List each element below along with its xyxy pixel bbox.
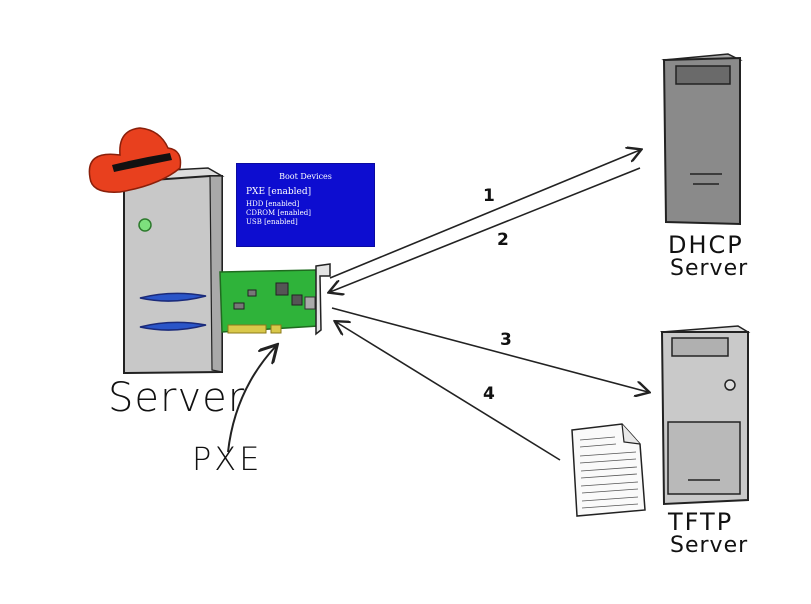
server-tower-icon <box>123 167 225 375</box>
document-icon <box>571 423 646 517</box>
drive-bay-lower <box>139 321 207 331</box>
step-number-1: 1 <box>483 186 495 206</box>
pxe-pointer-arrow <box>227 346 276 453</box>
boot-devices-title: Boot Devices <box>279 172 332 181</box>
drive-bay-upper <box>139 292 207 302</box>
server-label: Server <box>108 375 246 421</box>
dhcp-label-line2: Server <box>670 256 749 281</box>
tftp-server-icon <box>659 325 751 506</box>
red-hat-icon <box>88 127 182 193</box>
dhcp-server-icon <box>661 53 743 226</box>
step-number-4: 4 <box>483 384 495 404</box>
arrow-2 <box>330 167 641 292</box>
pxe-label: PXE <box>192 440 263 478</box>
boot-item-cdrom: CDROM [enabled] <box>246 209 311 217</box>
arrow-1 <box>329 150 640 279</box>
tftp-label-line2: Server <box>670 533 749 558</box>
step-number-2: 2 <box>497 230 509 250</box>
card-bracket <box>315 263 331 336</box>
step-number-3: 3 <box>500 330 512 350</box>
network-card-icon <box>219 263 331 336</box>
tftp-label-line1: TFTP <box>668 508 734 536</box>
dhcp-label-line1: DHCP <box>668 231 744 259</box>
boot-item-usb: USB [enabled] <box>246 218 298 226</box>
boot-item-pxe: PXE [enabled] <box>246 187 312 197</box>
arrow-4 <box>336 322 561 461</box>
arrow-3 <box>331 307 648 392</box>
power-led <box>138 218 152 232</box>
boot-devices-panel: Boot Devices PXE [enabled] HDD [enabled]… <box>236 163 375 247</box>
boot-item-hdd: HDD [enabled] <box>246 200 300 208</box>
